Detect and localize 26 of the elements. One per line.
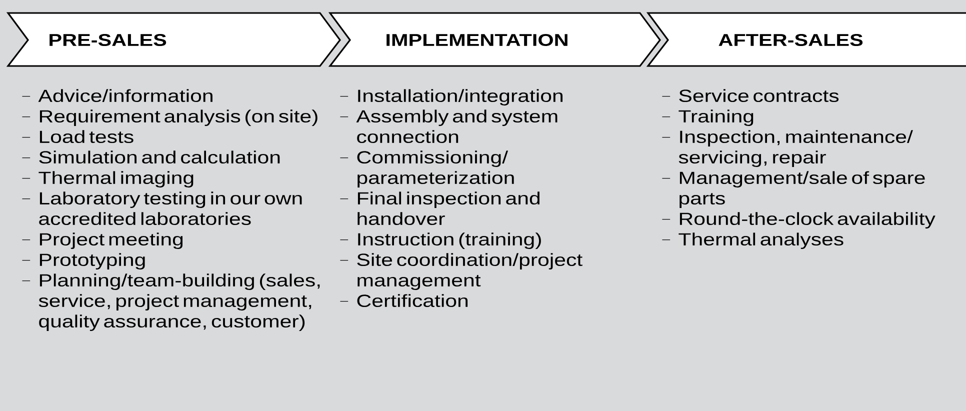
list-item: Installation/integration <box>358 89 562 106</box>
list-item: Laboratory testing in our own accredited laboratories <box>39 192 302 226</box>
list-item: Training <box>678 110 754 126</box>
phase-banner: AFTER-SALES <box>646 12 966 67</box>
phase-banner: PRE-SALES <box>6 12 342 67</box>
list-item: Site coordination/project management <box>357 253 582 290</box>
node-label: AFTER-SALES <box>718 34 863 46</box>
list-item: Assembly and system connection <box>356 110 558 144</box>
list-item: Service contracts <box>679 89 839 102</box>
list-item: Simulation and calculation <box>39 150 280 164</box>
list-item: Project meeting <box>40 232 183 249</box>
list-item: Load tests <box>40 130 134 144</box>
list-item: Advice/information <box>38 89 212 102</box>
phase-banner: IMPLEMENTATION <box>328 12 661 67</box>
list-item: Planning/team-building (sales, service, project management, quality assurance, customer) <box>38 274 320 331</box>
list-item: Thermal analyses <box>678 232 844 249</box>
list-item: Prototyping <box>40 253 145 270</box>
list-item: Final inspection and handover <box>358 192 540 226</box>
list-item: Thermal imaging <box>38 171 194 188</box>
list-item: Requirement analysis (on site) <box>40 110 318 126</box>
list-item: Round-the-clock availability <box>680 212 936 228</box>
list-item: Commissioning/ parameterization <box>357 150 514 188</box>
list-item: Inspection, maintenance/ servicing, repair <box>678 130 913 167</box>
list-item: Certification <box>357 294 468 308</box>
list-item: Instruction (training) <box>358 232 541 249</box>
list-item: Management/sale of spare parts <box>680 171 925 208</box>
